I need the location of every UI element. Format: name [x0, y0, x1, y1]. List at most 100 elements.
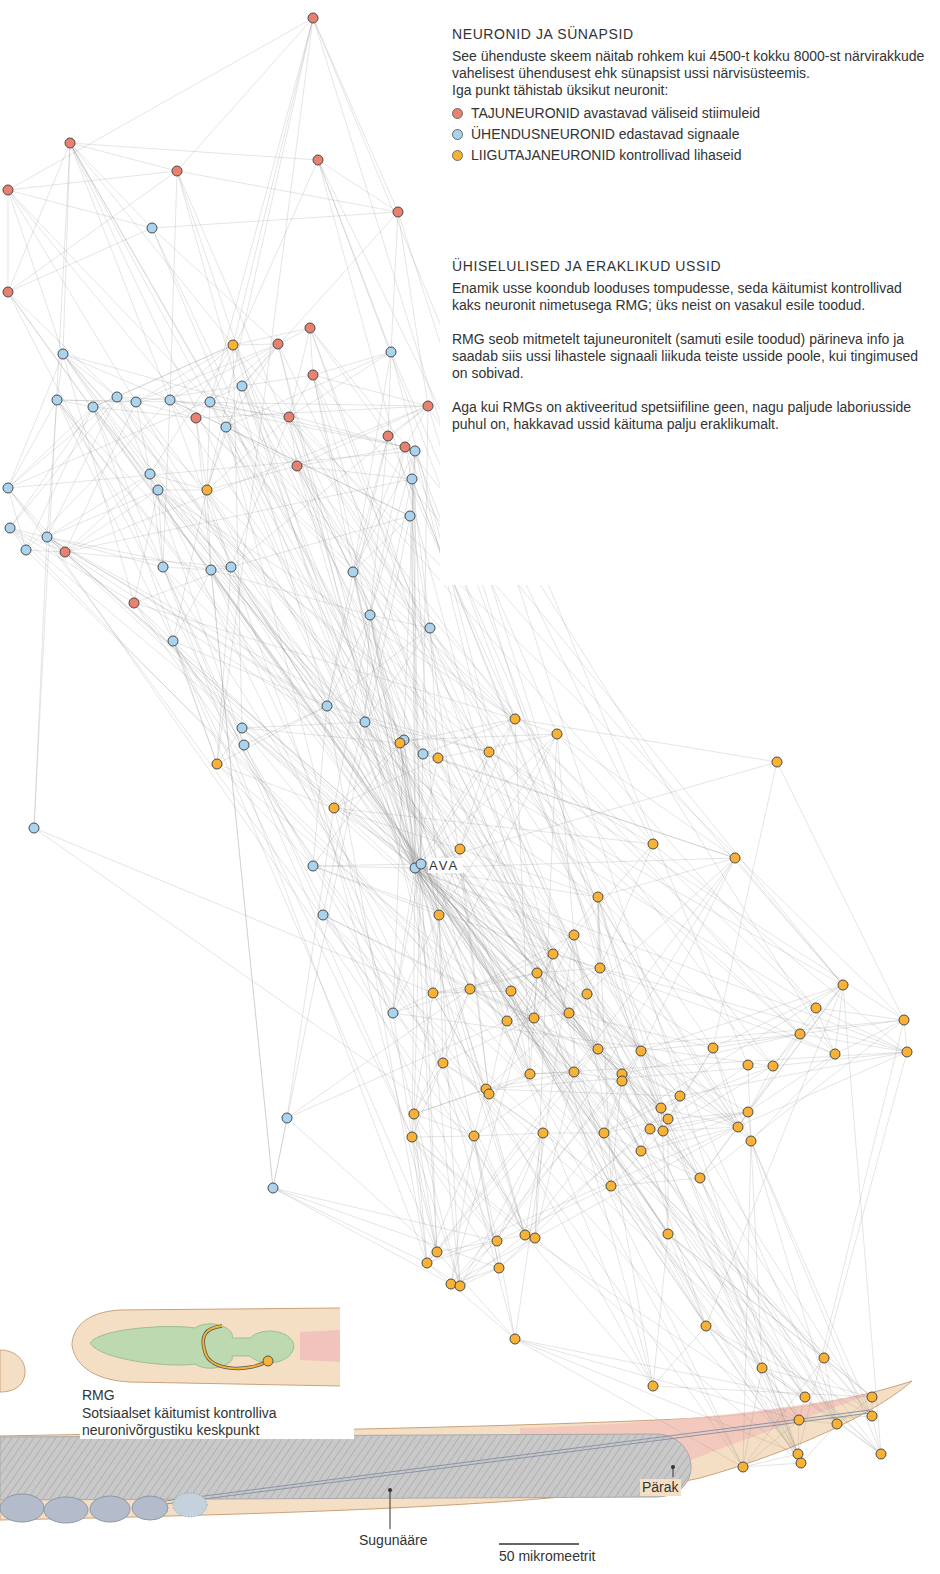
synapse-line	[421, 864, 706, 1326]
synapse-line	[177, 171, 398, 212]
synapse-line	[26, 407, 93, 550]
neuron-dot	[383, 431, 393, 441]
synapse-line	[117, 397, 196, 418]
neuron-dot	[88, 402, 98, 412]
synapse-line	[163, 400, 170, 567]
neuron-dot	[743, 1107, 753, 1117]
synapse-line	[242, 728, 415, 868]
synapse-line	[777, 762, 904, 1020]
synapse-line	[438, 758, 801, 1463]
synapse-line	[433, 993, 872, 1397]
synapse-line	[414, 864, 421, 1114]
synapse-line	[641, 1034, 800, 1051]
neuron-dot	[318, 910, 328, 920]
neuron-dot	[675, 1091, 685, 1101]
synapse-line	[668, 1119, 669, 1234]
synapse-line	[751, 1141, 881, 1454]
synapse-line	[8, 400, 57, 488]
synapse-line	[421, 762, 777, 864]
synapse-line	[653, 1326, 706, 1386]
synapse-line	[415, 868, 700, 1178]
synapse-line	[622, 1034, 800, 1074]
neuron-label: AVA	[428, 858, 463, 873]
synapse-line	[217, 18, 313, 764]
body-text: Enamik usse koondub looduses tompudesse,…	[452, 280, 932, 314]
synapse-line	[34, 143, 70, 828]
synapse-line	[57, 400, 412, 1137]
synapse-line	[152, 212, 398, 228]
synapse-line	[177, 18, 313, 171]
synapse-line	[412, 1063, 443, 1137]
synapse-line	[706, 1326, 762, 1368]
neuron-dot	[593, 1044, 603, 1054]
synapse-line	[748, 985, 843, 1112]
neuron-dot	[469, 1131, 479, 1141]
neuron-dot	[407, 474, 417, 484]
synapse-line	[499, 1096, 680, 1268]
neuron-dot	[386, 347, 396, 357]
synapse-line	[287, 1118, 437, 1252]
neuron-dot	[795, 1029, 805, 1039]
neuron-dot	[838, 980, 848, 990]
synapse-line	[489, 752, 653, 844]
neuron-dot	[3, 185, 13, 195]
neuron-dot	[228, 340, 238, 350]
synapse-line	[427, 954, 553, 1263]
neuron-dot	[416, 859, 426, 869]
synapse-line	[801, 1424, 837, 1463]
neuron-dot	[425, 623, 435, 633]
synapse-line	[405, 447, 837, 1424]
neuron-dot	[329, 803, 339, 813]
neuron-dot	[510, 1334, 520, 1344]
neuron-dot	[400, 442, 410, 452]
synapse-line	[211, 570, 415, 868]
synapse-line	[427, 1052, 907, 1263]
synapse-line	[47, 537, 211, 570]
synapse-line	[26, 550, 507, 1021]
synapse-line	[439, 915, 460, 1286]
synapse-line	[334, 808, 653, 844]
synapse-line	[415, 868, 604, 1133]
synapse-line	[353, 352, 391, 572]
synapse-line	[207, 490, 650, 1129]
synapse-line	[415, 868, 743, 1467]
neuron-dot	[520, 1230, 530, 1240]
neuron-dot	[226, 562, 236, 572]
synapse-line	[242, 728, 762, 1368]
worm-body	[0, 1381, 912, 1523]
neuron-dot	[131, 397, 141, 407]
synapse-line	[226, 352, 391, 427]
neuron-dot	[648, 1381, 658, 1391]
synapse-line	[34, 828, 433, 993]
synapse-line	[8, 171, 177, 190]
legend-swatch	[452, 129, 463, 140]
neuron-dot	[172, 166, 182, 176]
section-heading: ÜHISELULISED JA ERAKLIKUD USSID	[452, 258, 932, 275]
synapse-line	[611, 1074, 622, 1186]
neuron-dot	[455, 844, 465, 854]
neuron-dot	[656, 1103, 666, 1113]
neuron-dot	[433, 753, 443, 763]
synapse-line	[474, 1136, 499, 1268]
synapse-line	[748, 1054, 835, 1112]
synapse-line	[405, 406, 428, 447]
synapse-line	[365, 722, 574, 1072]
synapse-line	[353, 447, 405, 572]
synapse-line	[525, 1235, 653, 1386]
part-label: Pärak	[640, 1479, 681, 1496]
scale-label: 50 mikromeetrit	[497, 1548, 597, 1565]
synapse-line	[668, 1234, 872, 1397]
synapse-line	[421, 864, 738, 1127]
synapse-line	[415, 868, 553, 954]
synapse-line	[117, 397, 150, 474]
synapse-line	[173, 641, 415, 868]
synapse-line	[207, 490, 415, 868]
synapse-line	[525, 1129, 650, 1235]
synapse-line	[8, 190, 9, 292]
synapse-line	[421, 864, 798, 1454]
section-heading: NEURONID JA SÜNAPSID	[452, 26, 932, 43]
neuron-dot	[395, 738, 405, 748]
synapse-line	[706, 1326, 872, 1416]
neuron-dot	[532, 968, 542, 978]
neuron-dot	[876, 1449, 886, 1459]
